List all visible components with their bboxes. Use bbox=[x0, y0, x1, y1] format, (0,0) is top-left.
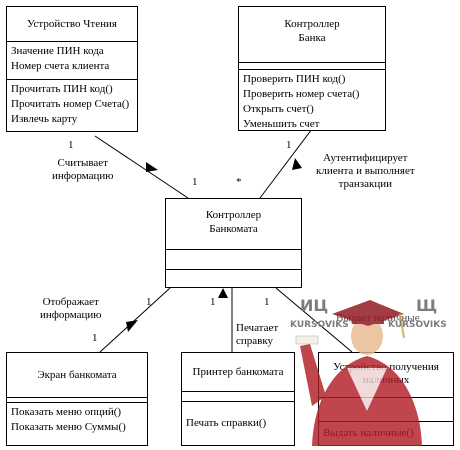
direction-arrow-reads bbox=[146, 162, 158, 172]
class-card-atm-screen: Экран банкомата Показать меню опций() По… bbox=[6, 352, 148, 446]
assoc-auth-label: Аутентифицирует клиента и выполняет тран… bbox=[316, 152, 415, 190]
class-title: Устройство Чтения bbox=[27, 18, 117, 30]
class-title: Контроллер Банка bbox=[284, 18, 340, 44]
direction-arrow-displays bbox=[126, 320, 138, 332]
operation-line: Прочитать номер Счета() bbox=[11, 98, 130, 110]
multiplicity-atm-auth-end: * bbox=[236, 176, 242, 188]
watermark-brand-right: KURSOVIKS bbox=[388, 320, 447, 330]
class-operations: Показать меню опций() Показать меню Сумм… bbox=[7, 402, 147, 437]
class-card-reader: Устройство Чтения Значение ПИН кода Номе… bbox=[6, 6, 138, 132]
operation-line: Показать меню Суммы() bbox=[11, 421, 126, 433]
class-card-bank-controller: Контроллер Банка Проверить ПИН код() Про… bbox=[238, 6, 386, 131]
class-operations: Прочитать ПИН код() Прочитать номер Счет… bbox=[7, 79, 137, 129]
class-attributes bbox=[7, 397, 147, 402]
multiplicity-atm-dispenses-end: 1 bbox=[264, 296, 270, 308]
multiplicity-bank-end: 1 bbox=[286, 139, 292, 151]
attribute-line: Номер счета клиента bbox=[11, 60, 110, 72]
assoc-reads-label: Считывает информацию bbox=[52, 157, 114, 182]
watermark-text-right: Щ bbox=[416, 296, 438, 315]
operation-line: Прочитать ПИН код() bbox=[11, 83, 113, 95]
class-title: Экран банкомата bbox=[37, 369, 117, 381]
watermark-brand-left: KURSOVIKS bbox=[290, 320, 349, 330]
assoc-prints-label: Печатает справку bbox=[236, 322, 279, 347]
assoc-displays-line bbox=[99, 287, 171, 353]
operation-line: Проверить номер счета() bbox=[243, 88, 360, 100]
multiplicity-screen-end: 1 bbox=[92, 332, 98, 344]
class-operations: Проверить ПИН код() Проверить номер счет… bbox=[239, 69, 385, 134]
attribute-line: Значение ПИН кода bbox=[11, 45, 104, 57]
direction-arrow-prints bbox=[218, 288, 228, 298]
assoc-dispenses-line bbox=[275, 287, 353, 353]
operation-line: Открыть счет() bbox=[243, 103, 314, 115]
class-operations: Печать справки() bbox=[182, 401, 294, 433]
direction-arrow-auth bbox=[292, 158, 302, 170]
operation-line: Проверить ПИН код() bbox=[243, 73, 346, 85]
multiplicity-atm-prints-end: 1 bbox=[210, 296, 216, 308]
class-card-atm-controller: Контроллер Банкомата bbox=[165, 198, 302, 288]
class-title: Контроллер Банкомата bbox=[205, 209, 262, 235]
class-attributes bbox=[166, 249, 301, 269]
assoc-displays-label: Отображает информацию bbox=[40, 296, 102, 321]
assoc-reads-line bbox=[94, 135, 189, 199]
class-attributes: Значение ПИН кода Номер счета клиента bbox=[7, 41, 137, 79]
operation-line: Печать справки() bbox=[186, 417, 267, 429]
multiplicity-atm-reads-end: 1 bbox=[192, 176, 198, 188]
operation-line: Извлечь карту bbox=[11, 113, 78, 125]
watermark-text-left: ИЦ bbox=[300, 296, 329, 315]
class-attributes bbox=[239, 62, 385, 69]
multiplicity-reader-end: 1 bbox=[68, 139, 74, 151]
class-title: Принтер банкомата bbox=[192, 366, 284, 378]
operation-line: Показать меню опций() bbox=[11, 406, 122, 418]
assoc-auth-line bbox=[259, 124, 316, 199]
class-attributes bbox=[182, 391, 294, 401]
class-card-atm-printer: Принтер банкомата Печать справки() bbox=[181, 352, 295, 446]
operation-line: Уменьшить счет bbox=[243, 118, 320, 130]
class-operations bbox=[166, 269, 301, 287]
watermark-graduate-icon bbox=[295, 300, 422, 446]
multiplicity-atm-displays-end: 1 bbox=[146, 296, 152, 308]
